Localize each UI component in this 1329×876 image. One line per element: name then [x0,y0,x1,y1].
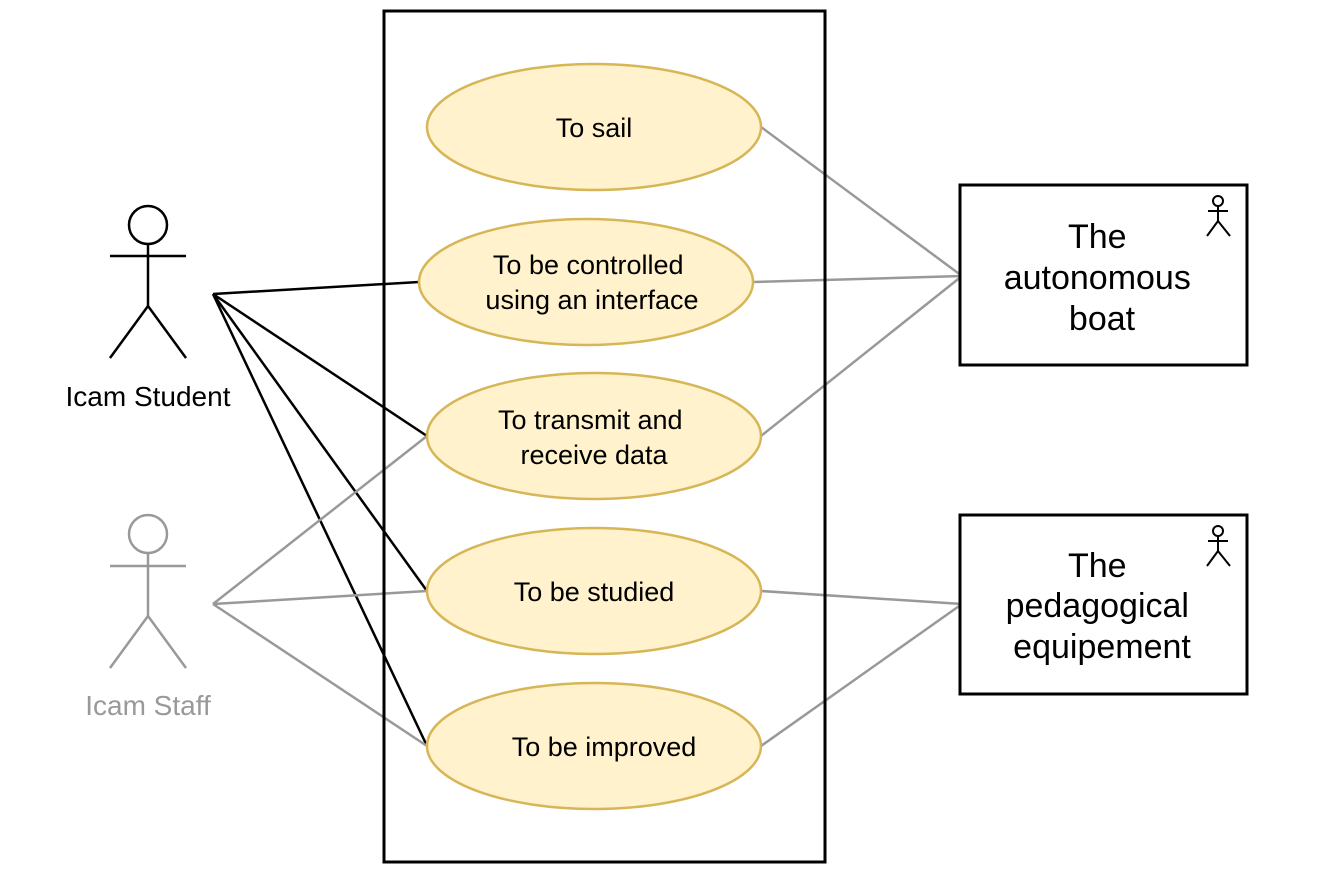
svg-text:To transmit and receive: To transmit and receive data [498,405,690,470]
actor-icon [1206,195,1231,237]
use-case-to-be-studied[interactable]: To be studied [425,526,763,656]
system-label-line-2: autonomous [1004,259,1191,297]
use-case-to-sail[interactable]: To sail [425,62,763,192]
association-line-staff-studied [212,589,428,606]
association-line-student-transmit [212,292,428,438]
association-line-transmit-boat [760,275,963,437]
association-line-student-studied [211,293,429,592]
system-label-line-1: The [1068,547,1127,585]
svg-text:To be controlled using a: To be controlled using an interface [485,250,698,315]
actor-icam-staff[interactable]: Icam Staff [85,513,211,721]
use-case-label-line-1: To transmit and [498,405,683,435]
use-case-label: To sail [556,113,633,143]
association-line-staff-improved [212,602,428,748]
system-label-line-1: The [1068,218,1127,256]
association-links [211,125,963,748]
actor-icam-student[interactable]: Icam Student [66,204,231,412]
svg-text:To be studied: To be studied [514,577,675,607]
system-label-line-2: pedagogical [1006,587,1189,625]
actor-label: Icam Staff [85,690,211,721]
association-line-studied-pedagogical [760,589,963,606]
association-line-student-controlled [212,280,420,296]
system-pedagogical-equipement[interactable]: The pedagogical equipement [958,513,1249,696]
association-line-controlled-boat [752,274,963,284]
association-line-staff-transmit [212,435,428,605]
actor-label: Icam Student [66,381,231,412]
actor-icon [1206,525,1231,567]
system-boundary [382,9,827,864]
stick-figure-icon [108,204,188,359]
svg-text:To be improved: To be improved [512,732,697,762]
association-line-improved-pedagogical [760,602,963,748]
svg-text:The pedagogical eq: The pedagogical equipement [1006,547,1199,666]
system-label-line-3: equipement [1013,628,1191,666]
svg-text:The autonomous boa: The autonomous boat [1004,218,1201,338]
use-case-to-be-improved[interactable]: To be improved [425,681,763,811]
use-case-to-be-controlled[interactable]: To be controlled using an interface [417,217,755,347]
use-case-label: To be improved [512,732,697,762]
use-case-to-transmit-and-receive-data[interactable]: To transmit and receive data [425,371,763,501]
svg-text:To sail: To sail [556,113,633,143]
use-case-label: To be studied [514,577,675,607]
use-case-label-line-1: To be controlled [493,250,684,280]
association-line-sail-boat [760,125,963,278]
use-case-label-line-2: receive data [520,440,668,470]
system-autonomous-boat[interactable]: The autonomous boat [958,183,1249,367]
stick-figure-icon [108,513,188,669]
system-label-line-3: boat [1069,300,1136,338]
use-case-label-line-2: using an interface [485,285,698,315]
